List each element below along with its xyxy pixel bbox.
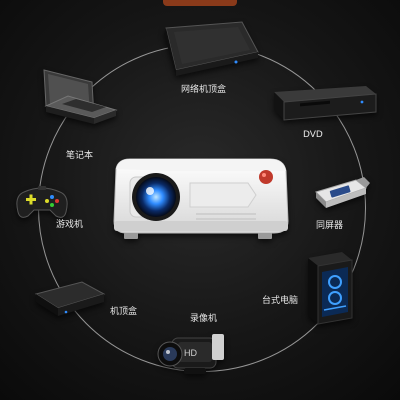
- svg-text:HD: HD: [184, 348, 197, 358]
- top-banner-tab: [163, 0, 237, 6]
- device-label-laptop: 笔记本: [66, 151, 94, 161]
- device-label-screen-mirror: 同屏器: [316, 221, 344, 231]
- dvd-player-icon: [274, 86, 377, 121]
- camcorder-icon: HD: [157, 334, 224, 374]
- laptop-icon: [43, 69, 118, 124]
- gamepad-icon: [16, 186, 68, 218]
- network-set-top-box-icon: [164, 21, 259, 76]
- device-label-game-console: 游戏机: [56, 220, 84, 230]
- device-label-set-top-box: 机顶盒: [110, 307, 138, 317]
- device-label-desktop-pc: 台式电脑: [262, 296, 299, 306]
- projector-icon: [113, 158, 289, 239]
- device-label-camcorder: 录像机: [190, 314, 218, 324]
- set-top-box-icon: [34, 281, 106, 316]
- device-label-network-box: 网络机顶盒: [181, 85, 227, 95]
- desktop-computer-icon: [308, 252, 353, 325]
- device-label-dvd: DVD: [303, 130, 323, 140]
- screen-mirror-dongle-icon: [315, 177, 370, 208]
